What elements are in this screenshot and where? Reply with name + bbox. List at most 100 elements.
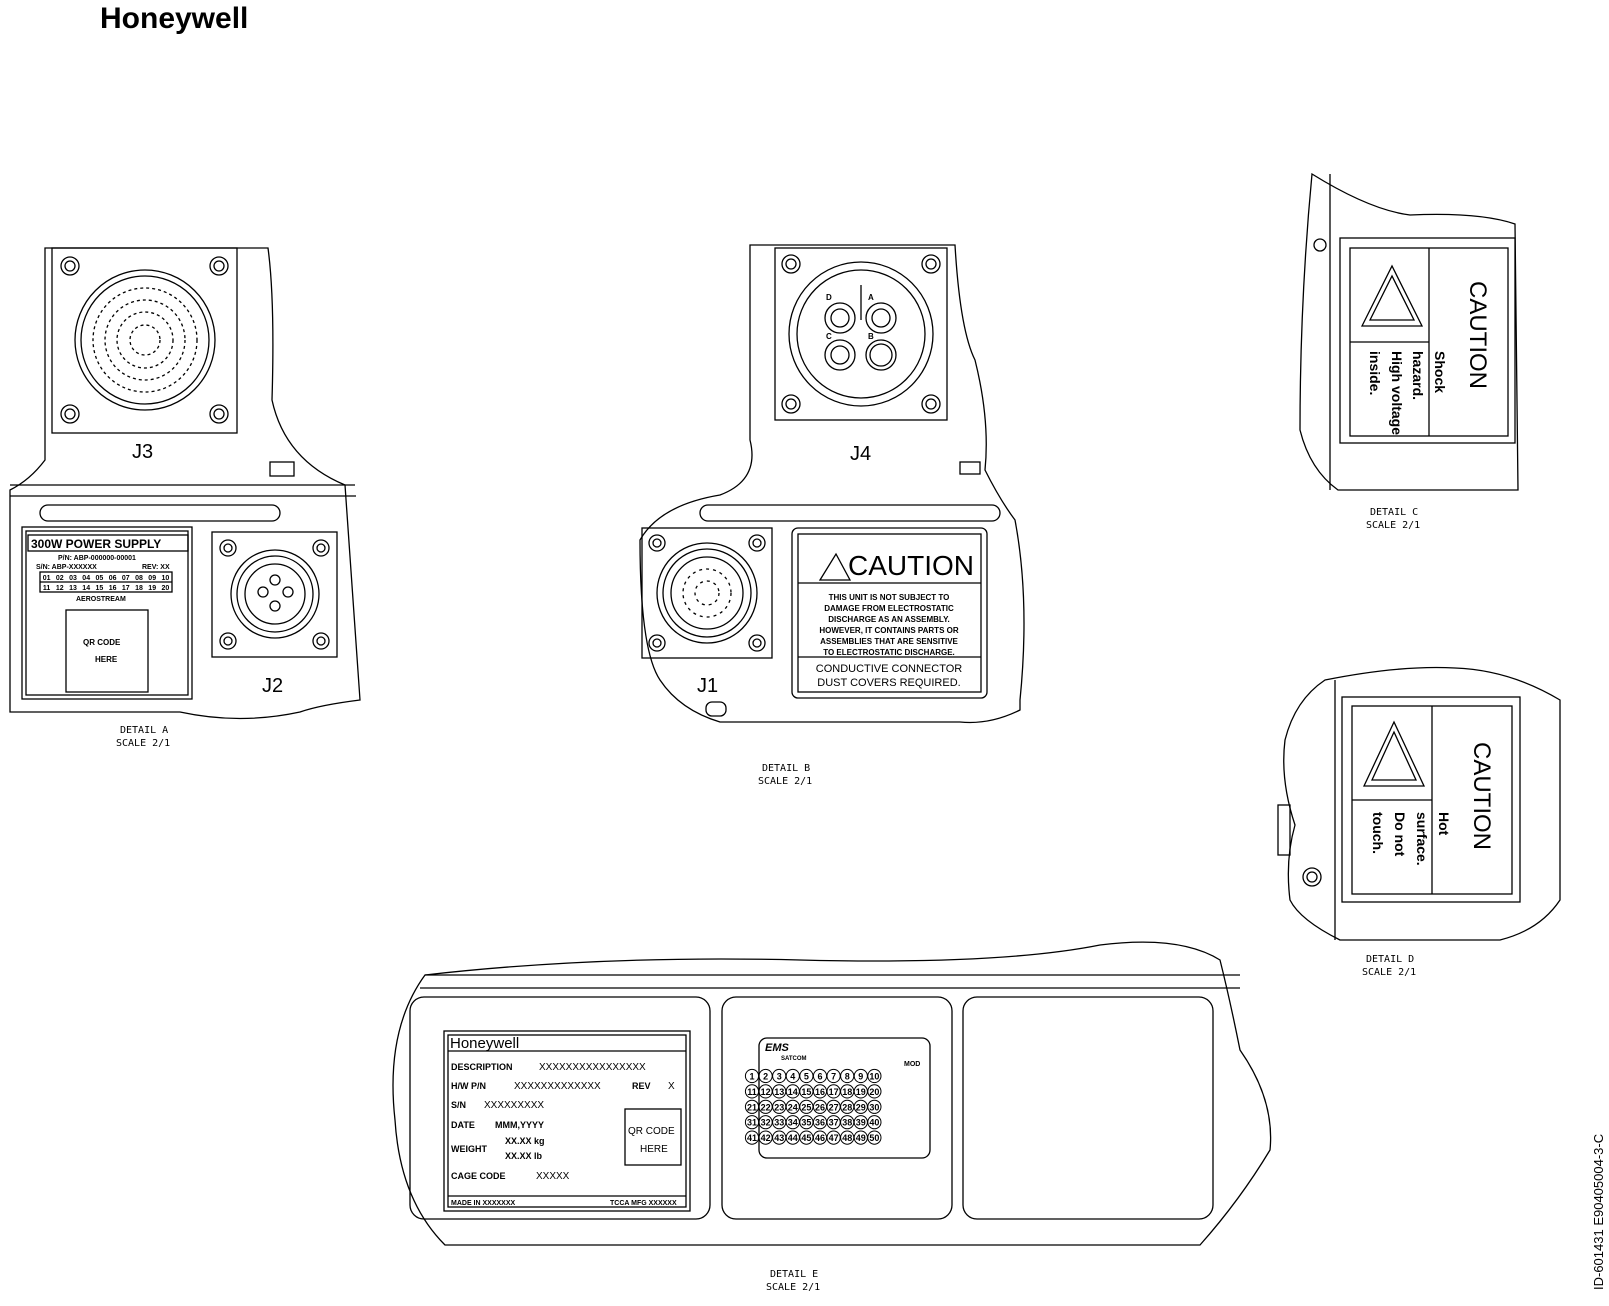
- mod-cell: 09: [148, 575, 156, 582]
- mod-cell: 03: [69, 575, 77, 582]
- mod-number: 12: [761, 1087, 771, 1097]
- nameplate-made-in: MADE IN XXXXXXX: [451, 1200, 516, 1207]
- mod-number: 14: [788, 1087, 798, 1097]
- connector-label-j1: J1: [697, 675, 718, 697]
- mod-number: 28: [842, 1102, 852, 1112]
- caution-line-2: DAMAGE FROM ELECTROSTATIC: [824, 604, 954, 613]
- plate-rev: REV: XX: [142, 564, 170, 571]
- mod-number: 8: [845, 1072, 850, 1082]
- mod-cell: 18: [135, 585, 143, 592]
- nameplate-weight-lb: XX.XX lb: [505, 1151, 543, 1161]
- mod-number: 29: [856, 1102, 866, 1112]
- mod-cell: 17: [122, 585, 130, 592]
- j4-pin-a: A: [868, 293, 874, 302]
- connector-label-j3: J3: [132, 441, 153, 463]
- mod-number: 15: [801, 1087, 811, 1097]
- mod-number: 21: [747, 1102, 757, 1112]
- mod-number: 47: [829, 1133, 839, 1143]
- mod-number: 31: [747, 1118, 757, 1128]
- nameplate-logo: Honeywell: [450, 1035, 519, 1052]
- mod-number: 27: [829, 1102, 839, 1112]
- mod-cell: 19: [148, 585, 156, 592]
- mod-number: 39: [856, 1118, 866, 1128]
- mod-number: 48: [842, 1133, 852, 1143]
- caution-bold-line-2: DUST COVERS REQUIRED.: [817, 677, 960, 689]
- connector-label-j2: J2: [262, 675, 283, 697]
- nameplate-sn-value: XXXXXXXXX: [484, 1100, 544, 1111]
- shock-line-4: inside.: [1367, 351, 1383, 395]
- shock-line-3: High voltage: [1389, 351, 1405, 435]
- plate-qr-line1: QR CODE: [83, 638, 121, 647]
- mod-number: 18: [842, 1087, 852, 1097]
- mod-number: 2: [763, 1072, 768, 1082]
- mod-cell: 07: [122, 575, 130, 582]
- shock-line-1: Shock: [1432, 351, 1448, 393]
- detail-c-title: DETAIL C: [1370, 507, 1418, 518]
- mod-number: 7: [831, 1072, 836, 1082]
- mod-number: 41: [747, 1133, 757, 1143]
- caution-heading-d: CAUTION: [1468, 742, 1495, 850]
- mod-number: 32: [761, 1118, 771, 1128]
- mod-number: 30: [869, 1102, 879, 1112]
- mod-number: 38: [842, 1118, 852, 1128]
- mod-grid-a: [39, 571, 173, 593]
- mod-number: 35: [801, 1118, 811, 1128]
- nameplate-desc-label: DESCRIPTION: [451, 1062, 513, 1072]
- mod-cell: 01: [43, 575, 51, 582]
- nameplate-hw-label: H/W P/N: [451, 1081, 486, 1091]
- mod-number: 26: [815, 1102, 825, 1112]
- mod-cell: 02: [56, 575, 64, 582]
- nameplate-weight-kg: XX.XX kg: [505, 1136, 545, 1146]
- detail-d: [1277, 666, 1561, 941]
- detail-a: [9, 247, 361, 720]
- j4-pin-c: C: [826, 332, 832, 341]
- mod-cell: 15: [96, 585, 104, 592]
- mod-number: 11: [747, 1087, 757, 1097]
- honeywell-logo: Honeywell: [100, 2, 248, 35]
- mod-cell: 14: [82, 585, 90, 592]
- mod-number: 23: [774, 1102, 784, 1112]
- mod-circle: [867, 1115, 882, 1130]
- nameplate-date-value: MMM,YYYY: [495, 1120, 544, 1130]
- mod-number: 19: [856, 1087, 866, 1097]
- detail-b: [639, 244, 1025, 724]
- caution-line-4: HOWEVER, IT CONTAINS PARTS OR: [819, 626, 958, 635]
- mod-cell: 05: [96, 575, 104, 582]
- mod-number: 40: [869, 1118, 879, 1128]
- mod-cell: 08: [135, 575, 143, 582]
- mod-number: 3: [777, 1072, 782, 1082]
- hot-line-4: touch.: [1370, 812, 1386, 854]
- nameplate-rev-label: REV: [632, 1081, 651, 1091]
- connector-label-j4: J4: [850, 443, 871, 465]
- j4-pin-b: B: [868, 332, 874, 341]
- mod-number: 25: [801, 1102, 811, 1112]
- detail-c-scale: SCALE 2/1: [1366, 520, 1420, 531]
- hot-line-2: surface.: [1414, 812, 1430, 866]
- nameplate-hw-value: XXXXXXXXXXXXX: [514, 1081, 601, 1092]
- nameplate-rev-value: X: [668, 1081, 675, 1092]
- j4-pin-d: D: [826, 293, 832, 302]
- nameplate-cage-value: XXXXX: [536, 1171, 570, 1182]
- mod-number: 44: [788, 1133, 798, 1143]
- plate-sn: S/N: ABP-XXXXXX: [36, 564, 97, 571]
- mod-number: 43: [774, 1133, 784, 1143]
- plate-title: 300W POWER SUPPLY: [31, 537, 161, 551]
- detail-c: [1299, 172, 1519, 491]
- mod-plate-brand: EMS: [765, 1042, 790, 1054]
- mod-cell: 12: [56, 585, 64, 592]
- nameplate-date-label: DATE: [451, 1120, 475, 1130]
- caution-line-6: TO ELECTROSTATIC DISCHARGE.: [823, 648, 955, 657]
- detail-d-scale: SCALE 2/1: [1362, 967, 1416, 978]
- caution-heading-c: CAUTION: [1464, 281, 1491, 389]
- mod-circle: [867, 1099, 882, 1114]
- detail-e-scale: SCALE 2/1: [766, 1282, 820, 1293]
- mod-number: 50: [869, 1133, 879, 1143]
- hot-line-1: Hot: [1436, 812, 1452, 836]
- detail-b-title: DETAIL B: [762, 763, 810, 774]
- caution-line-1: THIS UNIT IS NOT SUBJECT TO: [829, 593, 950, 602]
- caution-heading-b: CAUTION: [848, 550, 974, 581]
- plate-pn: P/N: ABP-000000-00001: [58, 555, 136, 562]
- mod-number: 42: [761, 1133, 771, 1143]
- mod-number: 4: [790, 1072, 795, 1082]
